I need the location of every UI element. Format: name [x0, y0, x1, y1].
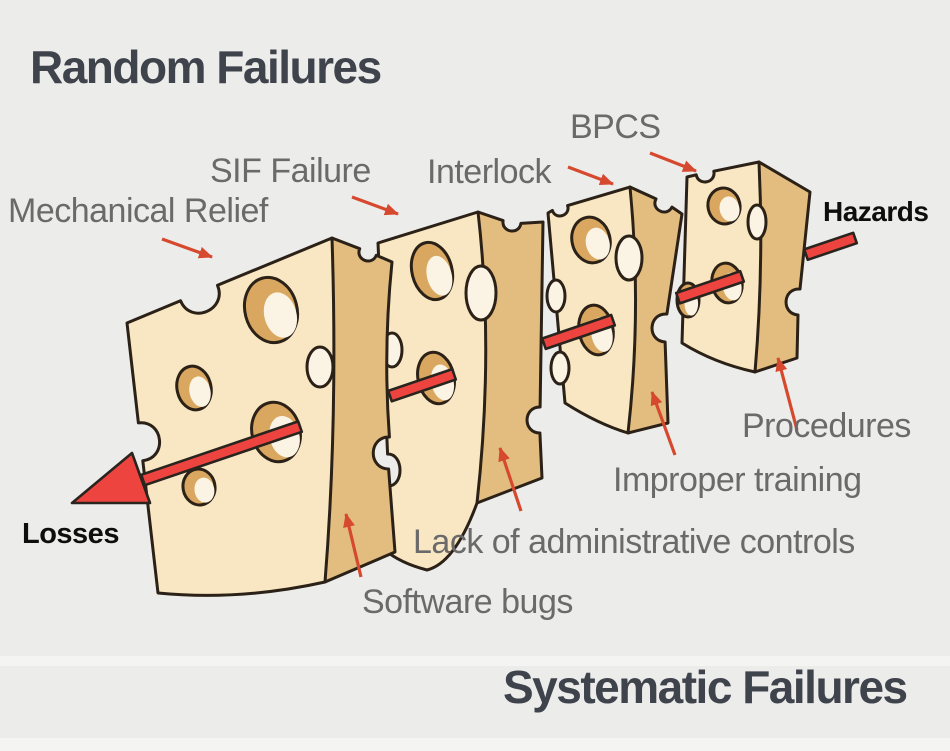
- hazard-arrow-segment: [674, 269, 746, 305]
- cheese-hole: [706, 186, 742, 226]
- label-losses: Losses: [22, 518, 119, 550]
- label-arrows: [161, 151, 799, 578]
- label-arrow-bpcs: [649, 151, 697, 173]
- cheese-side-face: [323, 236, 397, 584]
- cheese-slice-bpcs: [675, 160, 812, 374]
- label-arrow-interlock: [567, 165, 614, 186]
- label-arrow-procedures: [775, 357, 799, 431]
- cheese-slice-interlock: [545, 185, 684, 435]
- background-band: [0, 656, 950, 666]
- cheese-side-face: [753, 160, 812, 374]
- hazard-arrow: [70, 231, 859, 505]
- label-arrow-sif-failure: [351, 195, 399, 216]
- label-interlock: Interlock: [427, 153, 552, 191]
- background-band-bottom: [0, 738, 950, 751]
- label-bpcs: BPCS: [570, 108, 661, 146]
- cheese-edge-hole: [614, 234, 644, 282]
- label-sif-failure: SIF Failure: [210, 152, 371, 190]
- heading-systematic-failures: Systematic Failures: [503, 661, 907, 713]
- label-arrow-software-bugs: [343, 513, 363, 578]
- cheese-hole: [570, 215, 612, 265]
- cheese-hole: [242, 275, 300, 345]
- cheese-edge-hole: [464, 264, 498, 322]
- hazard-arrow-segment: [386, 367, 458, 403]
- hazard-arrow-segment: [540, 313, 617, 351]
- heading-random-failures: Random Failures: [30, 41, 381, 93]
- label-software-bugs: Software bugs: [362, 583, 573, 621]
- label-arrow-mechanical-relief: [161, 237, 213, 259]
- cheese-edge-hole: [746, 203, 768, 241]
- label-arrow-lack-admin: [498, 447, 523, 512]
- label-hazards: Hazards: [823, 196, 928, 227]
- label-mechanical-relief: Mechanical Relief: [8, 192, 269, 230]
- cheese-hole: [409, 240, 455, 302]
- cheese-edge-hole: [549, 350, 571, 386]
- hazard-arrow-segment: [802, 231, 859, 262]
- cheese-edge-hole: [305, 345, 335, 389]
- label-arrow-improper-training: [650, 391, 677, 456]
- label-improper-training: Improper training: [613, 461, 862, 499]
- label-lack-admin-controls: Lack of administrative controls: [413, 523, 855, 561]
- hazard-arrowhead: [70, 451, 152, 505]
- cheese-hole: [175, 364, 213, 412]
- cheese-edge-hole: [545, 278, 567, 314]
- label-procedures: Procedures: [742, 407, 911, 445]
- cheese-slice-sif: [376, 210, 545, 572]
- cheese-hole: [181, 467, 217, 507]
